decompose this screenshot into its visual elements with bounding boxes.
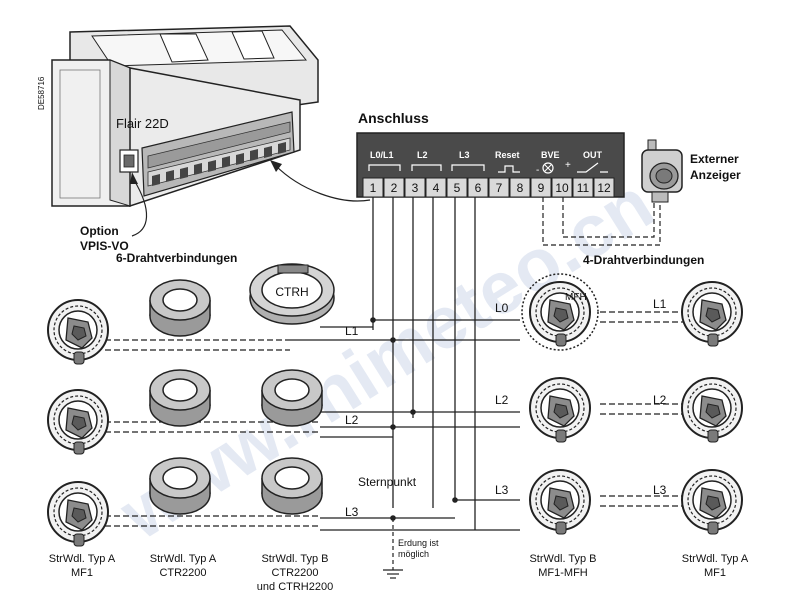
caption-4: StrWdl. Typ B MF1-MFH: [529, 553, 596, 579]
caption-3-line2: CTR2200: [271, 567, 318, 579]
sensor-ctr2200-b-3: [261, 457, 323, 515]
terminal-group-l0l1: L0/L1: [370, 150, 394, 160]
left-dashed-wires: [105, 339, 320, 527]
sensor-ctr2200-3: [149, 457, 211, 515]
terminal-cell-8: [509, 177, 531, 198]
terminal-group-l2: L2: [417, 150, 428, 160]
terminal-group-out: OUT: [583, 150, 603, 160]
terminal-group-reset: Reset: [495, 150, 520, 160]
sensor-mf1-right-2: [681, 377, 743, 443]
phase-label-left-3: L3: [345, 505, 359, 519]
external-indicator-label-line2: Anzeiger: [690, 168, 741, 182]
sensor-ctr2200-2: [149, 369, 211, 427]
earth-ground-symbol: [383, 518, 403, 579]
external-indicator-label-line1: Externer: [690, 152, 739, 166]
option-leader-line: [131, 179, 148, 237]
phase-label-left-2: L2: [345, 413, 359, 427]
terminal-number-8: 8: [517, 181, 524, 195]
device-label: Flair 22D: [116, 116, 169, 131]
caption-3-line3: und CTRH2200: [257, 581, 333, 593]
sensor-mf1-mfh-2: [529, 377, 591, 443]
connection-title: Anschluss: [358, 110, 429, 126]
caption-2-line2: CTR2200: [159, 567, 206, 579]
caption-1-line1: StrWdl. Typ A: [49, 553, 116, 565]
caption-5-line2: MF1: [704, 567, 726, 579]
caption-2: StrWdl. Typ A CTR2200: [150, 553, 217, 579]
star-point-bus: [290, 319, 520, 531]
terminal-number-4: 4: [433, 181, 440, 195]
terminal-number-10: 10: [555, 181, 569, 195]
caption-3-line1: StrWdl. Typ B: [261, 553, 328, 565]
terminal-number-3: 3: [412, 181, 419, 195]
terminal-cell-10: [551, 177, 573, 198]
phase-label-right-out-3: L3: [653, 483, 667, 497]
external-indicator: [641, 139, 683, 203]
terminal-cell-11: [572, 177, 594, 198]
terminal-cell-5: [446, 177, 468, 198]
phase-label-left-1: L1: [345, 324, 359, 338]
ctrh-label: CTRH: [275, 285, 308, 299]
terminal-number-5: 5: [454, 181, 461, 195]
bve-minus: -: [536, 165, 539, 176]
six-wire-label: 6-Drahtverbindungen: [116, 251, 237, 265]
bve-dashed-wire: [542, 197, 661, 246]
terminal-cell-2: [383, 177, 405, 198]
sensor-ctr2200-b-2: [261, 369, 323, 427]
mfh-label: MFH: [565, 292, 587, 303]
terminal-cell-7: [488, 177, 510, 198]
sensor-mf1-right-1: [681, 281, 743, 347]
four-wire-label: 4-Drahtverbindungen: [583, 253, 704, 267]
caption-1: StrWdl. Typ A MF1: [49, 553, 116, 579]
terminal-number-9: 9: [538, 181, 545, 195]
flair-22d-device: [51, 25, 319, 208]
caption-3: StrWdl. Typ B CTR2200 und CTRH2200: [257, 553, 333, 593]
terminal-group-bve: BVE: [541, 150, 560, 160]
terminal-group-l3: L3: [459, 150, 470, 160]
sensor-mf1-left-3: [47, 481, 109, 547]
phase-label-right-out-2: L2: [653, 393, 667, 407]
terminal-cell-4: [425, 177, 447, 198]
terminal-number-11: 11: [577, 181, 590, 195]
caption-5-line1: StrWdl. Typ A: [682, 553, 749, 565]
terminal-cell-9: [530, 177, 552, 198]
terminal-cell-3: [404, 177, 426, 198]
terminal-number-6: 6: [475, 181, 482, 195]
caption-2-line1: StrWdl. Typ A: [150, 553, 217, 565]
terminal-cell-6: [467, 177, 489, 198]
phase-label-right-in-1: L0: [495, 301, 509, 315]
terminal-vertical-wires: [372, 197, 476, 530]
option-label: Option: [80, 224, 119, 238]
sensor-ctrh: [249, 263, 335, 325]
sensor-mf1-left-2: [47, 389, 109, 455]
connection-arrow: [274, 164, 371, 202]
caption-1-line2: MF1: [71, 567, 93, 579]
phase-label-right-out-1: L1: [653, 297, 667, 311]
sensor-mf1-mfh-3: [529, 469, 591, 535]
terminal-number-2: 2: [391, 181, 398, 195]
terminal-cell-12: [593, 177, 615, 198]
caption-4-line1: StrWdl. Typ B: [529, 553, 596, 565]
document-code: DE58716: [37, 76, 46, 110]
earth-note-line2: möglich: [398, 549, 429, 559]
terminal-number-12: 12: [597, 181, 611, 195]
bve-plus: +: [565, 160, 571, 171]
sensor-mf1-left-1: [47, 299, 109, 365]
star-point-label: Sternpunkt: [358, 475, 417, 489]
terminal-number-1: 1: [370, 181, 377, 195]
sensor-ctr2200-1: [149, 279, 211, 337]
earth-note-line1: Erdung ist: [398, 538, 439, 548]
terminal-group-labels: L0/L1 L2 L3 Reset BVE OUT - +: [368, 150, 608, 176]
caption-4-line2: MF1-MFH: [538, 567, 588, 579]
phase-label-right-in-2: L2: [495, 393, 509, 407]
caption-5: StrWdl. Typ A MF1: [682, 553, 749, 579]
sensor-mf1-right-3: [681, 469, 743, 535]
phase-label-right-in-3: L3: [495, 483, 509, 497]
option-name: VPIS-VO: [80, 239, 129, 253]
terminal-number-7: 7: [496, 181, 503, 195]
